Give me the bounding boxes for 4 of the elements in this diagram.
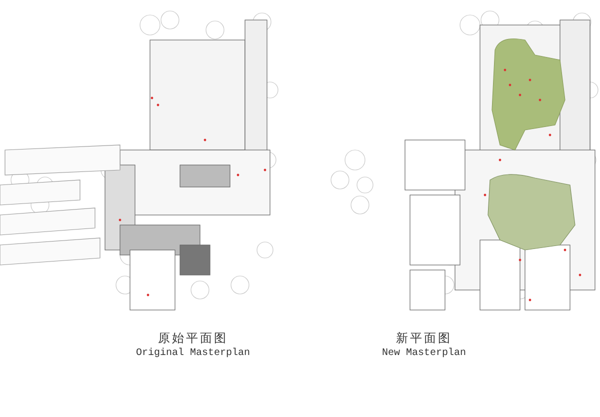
plan-subtitle: New Masterplan bbox=[382, 348, 466, 359]
plan-title: 新平面图 bbox=[396, 330, 452, 347]
plan-title: 原始平面图 bbox=[158, 330, 228, 347]
plan-subtitle: Original Masterplan bbox=[136, 348, 250, 359]
